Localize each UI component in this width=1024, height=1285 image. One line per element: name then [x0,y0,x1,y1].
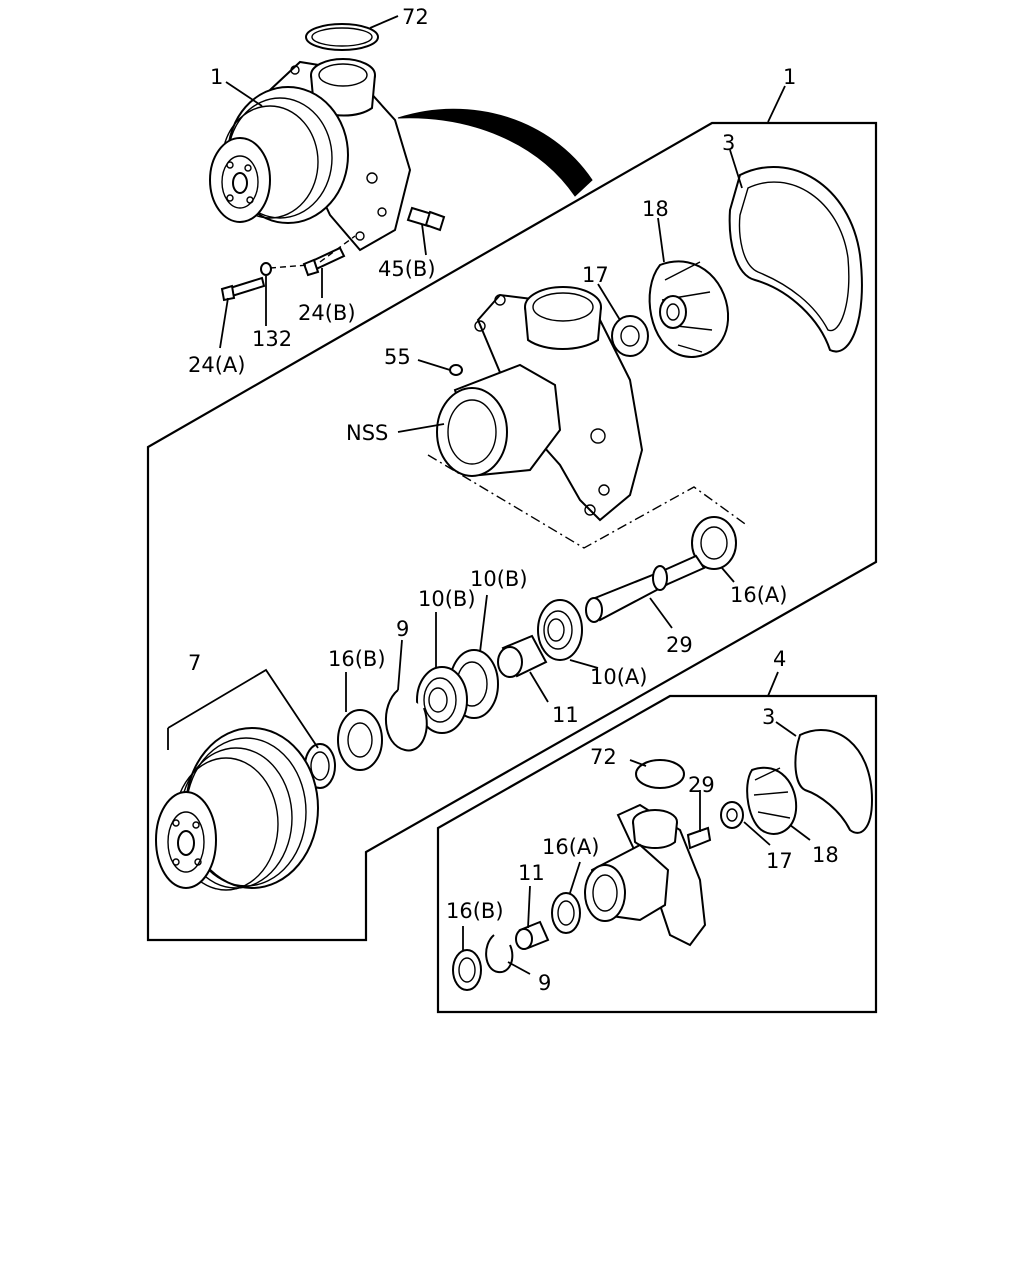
callout-24a: 24(A) [188,353,245,377]
callout-17-top: 17 [582,263,609,287]
callout-3-bot: 3 [762,705,775,729]
gasket-3-sub [794,729,874,834]
impeller-18 [648,260,730,358]
callout-nss: NSS [346,421,388,445]
kit-frame-sub [436,694,878,1014]
spacer-11 [497,634,548,678]
kit-frame-main [146,121,878,942]
callout-4: 4 [773,647,786,671]
callout-29-top: 29 [666,633,693,657]
seal-16b-sub [452,949,482,991]
seal-16b [337,709,383,771]
callout-29-bot: 29 [688,773,715,797]
seal-17-sub [720,801,744,829]
bolt-24a [220,276,266,302]
reference-arrow [397,108,593,197]
callout-16b-bot: 16(B) [446,899,504,923]
leader-lines [219,15,811,975]
callout-18-bot: 18 [812,843,839,867]
callout-24b: 24(B) [298,301,356,325]
pump-body-sub [584,803,712,947]
callout-3-top: 3 [722,131,735,155]
callout-11-bot: 11 [518,861,545,885]
impeller-18-sub [746,766,798,835]
callout-45b: 45(B) [378,257,436,281]
nss-outline [427,454,749,549]
assembled-water-pump [209,23,412,252]
shaft-29 [585,554,706,623]
callout-labels: 72 1 1 3 18 17 45(B) 24(B) 132 24(A) 55 … [188,5,839,995]
oring-72-sub [635,759,685,789]
seal-17 [611,315,649,357]
callout-1-assy: 1 [210,65,223,89]
callout-10b-b: 10(B) [418,587,476,611]
callout-132: 132 [252,327,292,351]
callout-17-bot: 17 [766,849,793,873]
snap-ring-9 [385,689,428,752]
callout-10b-a: 10(B) [470,567,528,591]
pump-body [436,286,644,522]
bolt-45b [406,206,446,232]
gasket-3 [728,166,863,353]
bearing-10a [537,599,583,661]
callout-11-top: 11 [552,703,579,727]
callout-16a-top: 16(A) [730,583,787,607]
snap-ring-9-sub [485,934,514,974]
callout-16b-top: 16(B) [328,647,386,671]
callout-72-bot: 72 [590,745,617,769]
callout-72-top: 72 [402,5,429,29]
seal-16a [691,516,737,570]
callout-10a: 10(A) [590,665,647,689]
callout-9-top: 9 [396,617,409,641]
spacer-11-sub [515,920,550,950]
callout-18-top: 18 [642,197,669,221]
washer-132 [260,262,272,276]
bolt-24b [302,246,346,277]
pulley-7 [155,727,319,891]
plug-55 [449,364,463,376]
callout-7: 7 [188,651,201,675]
seal-16a-sub [551,892,581,934]
callout-55: 55 [384,345,411,369]
callout-1-kit: 1 [783,65,796,89]
callout-9-bot: 9 [538,971,551,995]
bearing-10b-outer [416,666,468,734]
callout-16a-bot: 16(A) [542,835,599,859]
